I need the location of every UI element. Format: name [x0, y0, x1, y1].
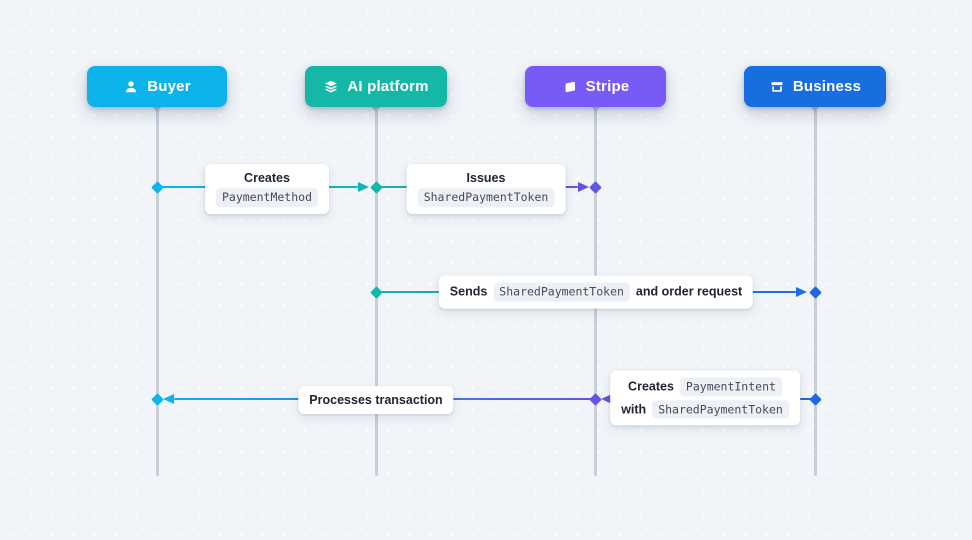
lifeline-notch: [810, 106, 820, 112]
code-token: SharedPaymentToken: [417, 188, 555, 207]
lifeline-notch: [152, 106, 162, 112]
diamond-marker: [588, 392, 602, 406]
diamond-marker: [150, 180, 164, 194]
actor-label: Buyer: [147, 78, 191, 95]
diamond-marker: [808, 392, 822, 406]
message-text: Issues: [466, 171, 506, 186]
diamond-marker: [369, 180, 383, 194]
actor-business: Business: [744, 66, 886, 107]
message-text: Creates: [244, 171, 290, 186]
message-text: Sends: [449, 284, 488, 299]
code-token: SharedPaymentToken: [652, 400, 789, 419]
actor-label: Business: [792, 78, 862, 95]
arrowhead-right: [358, 181, 369, 192]
diamond-marker: [808, 285, 822, 299]
message-card-creates-paymentmethod: Creates PaymentMethod: [204, 164, 330, 214]
arrowhead-right: [578, 181, 589, 192]
code-token: PaymentIntent: [679, 377, 782, 396]
message-card-processes-transaction: Processes transaction: [298, 386, 454, 414]
code-token: PaymentMethod: [215, 188, 319, 207]
lifeline-notch: [590, 106, 601, 112]
storefront-icon: [769, 79, 785, 95]
arrowhead-right: [796, 286, 807, 297]
actor-stripe: Stripe: [525, 66, 666, 107]
lifeline-buyer: [155, 107, 159, 476]
message-text: Processes transaction: [309, 393, 443, 407]
actor-label: AI platform: [347, 78, 429, 95]
diamond-marker: [150, 392, 164, 406]
code-token: SharedPaymentToken: [493, 282, 630, 302]
arrowhead-left: [601, 393, 612, 404]
arrowhead-left: [163, 393, 174, 404]
layers-icon: [323, 79, 339, 95]
stripe-flag-icon: [562, 79, 578, 95]
diamond-marker: [369, 285, 383, 299]
actor-buyer: Buyer: [87, 66, 227, 107]
message-text: with: [621, 402, 647, 417]
message-text: Creates: [628, 379, 674, 394]
actor-label: Stripe: [585, 78, 630, 95]
message-card-sends-order-request: Sends SharedPaymentToken and order reque…: [438, 275, 754, 309]
user-icon: [123, 79, 139, 95]
actor-ai-platform: AI platform: [305, 66, 447, 107]
diamond-marker: [588, 180, 602, 194]
message-card-issues-sharedpaymenttoken: Issues SharedPaymentToken: [406, 164, 566, 214]
message-text: and order request: [635, 284, 743, 299]
message-card-creates-paymentintent: Creates PaymentIntent with SharedPayment…: [610, 370, 800, 426]
lifeline-notch: [371, 106, 381, 112]
